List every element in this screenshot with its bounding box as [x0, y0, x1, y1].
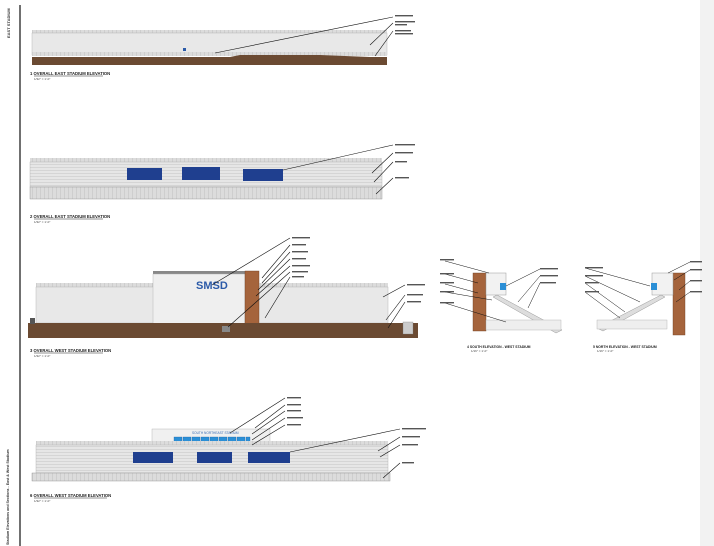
section-4	[440, 259, 563, 334]
svg-text:1 OVERALL EAST STADIUM ELEVATI: 1 OVERALL EAST STADIUM ELEVATION	[30, 71, 110, 76]
svg-text:1/16" = 1'-0": 1/16" = 1'-0"	[597, 349, 613, 353]
elevation-2	[29, 144, 415, 200]
drawing-title-1: 1 OVERALL EAST STADIUM ELEVATION 1/32" =…	[30, 71, 110, 81]
svg-text:1/32" = 1'-0": 1/32" = 1'-0"	[34, 354, 50, 358]
drawing-title-3: 3 OVERALL WEST STADIUM ELEVATION 1/32" =…	[30, 348, 111, 358]
svg-text:5 NORTH ELEVATION - WEST STADI: 5 NORTH ELEVATION - WEST STADIUM	[593, 345, 657, 349]
press-box-banner: SOUTH NORTHEAST STADIUM	[192, 431, 239, 435]
section-5	[584, 261, 702, 336]
svg-text:6 OVERALL WEST STADIUM ELEVATI: 6 OVERALL WEST STADIUM ELEVATION	[30, 493, 111, 498]
svg-text:3 OVERALL WEST STADIUM ELEVATI: 3 OVERALL WEST STADIUM ELEVATION	[30, 348, 111, 353]
elevation-3: SMSD	[28, 237, 425, 338]
elevation-1	[31, 15, 415, 65]
svg-text:4 SOUTH ELEVATION - WEST STADI: 4 SOUTH ELEVATION - WEST STADIUM	[467, 345, 531, 349]
drawing-title-4: 4 SOUTH ELEVATION - WEST STADIUM 1/16" =…	[467, 345, 531, 353]
svg-text:1/32" = 1'-0": 1/32" = 1'-0"	[34, 77, 50, 81]
smsd-logo: SMSD	[196, 280, 228, 292]
drawing-title-5: 5 NORTH ELEVATION - WEST STADIUM 1/16" =…	[593, 345, 657, 353]
svg-text:1/16" = 1'-0": 1/16" = 1'-0"	[471, 349, 487, 353]
svg-text:1/32" = 1'-0": 1/32" = 1'-0"	[34, 220, 50, 224]
drawing-title-2: 2 OVERALL EAST STADIUM ELEVATION 1/32" =…	[30, 214, 110, 224]
svg-text:2 OVERALL EAST STADIUM ELEVATI: 2 OVERALL EAST STADIUM ELEVATION	[30, 214, 110, 219]
elevation-6: SOUTH NORTHEAST STADIUM	[31, 397, 426, 482]
svg-text:1/32" = 1'-0": 1/32" = 1'-0"	[34, 499, 50, 503]
drawing-title-6: 6 OVERALL WEST STADIUM ELEVATION 1/32" =…	[30, 493, 111, 503]
